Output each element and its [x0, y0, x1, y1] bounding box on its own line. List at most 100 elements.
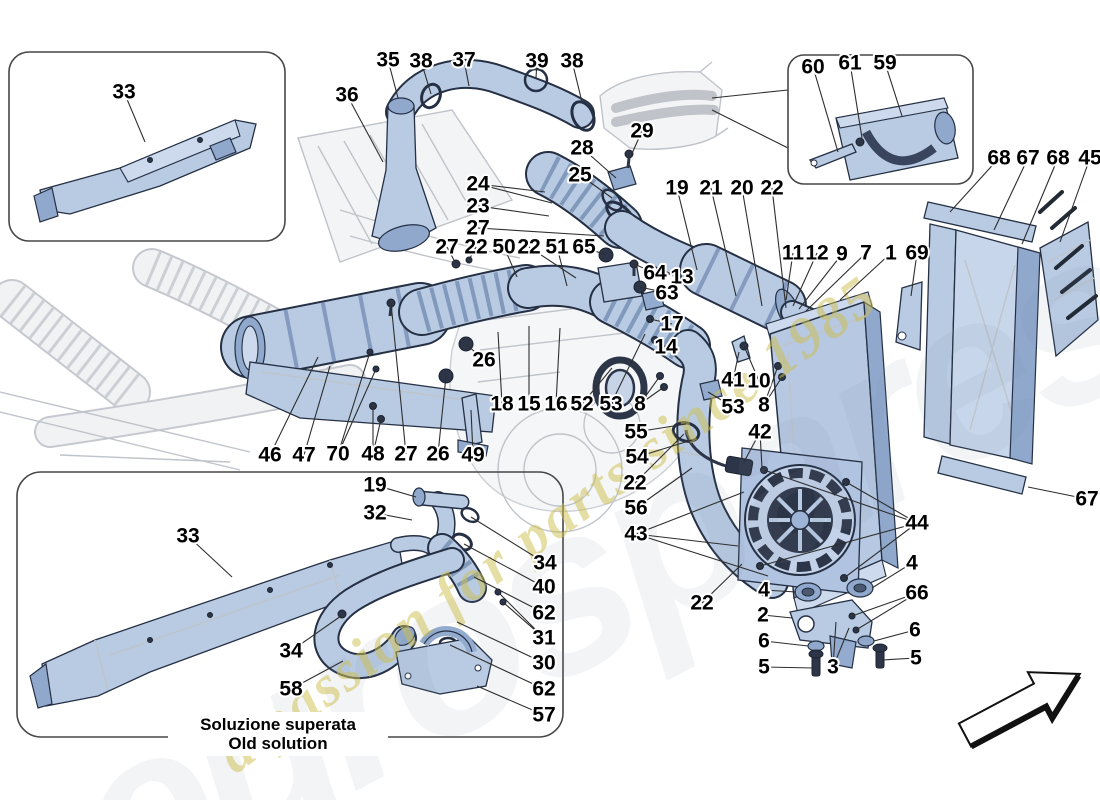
mount-bracket-2 — [789, 599, 873, 649]
fan-motor-connector-42 — [724, 455, 754, 477]
callout-28: 28 — [570, 137, 594, 160]
callout-64: 64 — [643, 262, 667, 285]
leader-line — [710, 187, 737, 297]
callout-35: 35 — [376, 49, 400, 72]
leader-line — [556, 246, 568, 287]
leader-line — [290, 660, 344, 690]
callout-5: 5 — [910, 647, 922, 670]
callout-4: 4 — [758, 579, 770, 602]
callout-9: 9 — [836, 243, 848, 266]
callout-59: 59 — [873, 52, 896, 75]
leader-line — [468, 246, 477, 261]
leader-line — [499, 593, 545, 639]
leader-line — [390, 302, 407, 455]
leader-line — [798, 253, 843, 310]
leader-line — [639, 386, 665, 405]
callout-22: 22 — [690, 592, 713, 615]
leader-line — [477, 183, 553, 204]
leader-line — [812, 66, 839, 153]
leader-line — [763, 469, 918, 524]
callout-27: 27 — [435, 236, 458, 259]
leader-line — [884, 62, 903, 117]
leader-line — [849, 62, 863, 139]
callout-62: 62 — [532, 678, 555, 701]
callout-42: 42 — [748, 421, 771, 444]
callout-26: 26 — [426, 443, 449, 466]
leader-line — [845, 481, 918, 524]
callout-38: 38 — [560, 50, 584, 73]
callout-70: 70 — [326, 443, 349, 466]
caption-english: Old solution — [228, 734, 327, 753]
leader-line — [771, 187, 787, 309]
callout-30: 30 — [532, 652, 555, 675]
leader-line — [583, 246, 607, 256]
leader-line — [497, 331, 503, 405]
leader-line — [993, 157, 1029, 231]
leader-line — [881, 657, 917, 661]
callout-19: 19 — [363, 474, 386, 497]
callout-7: 7 — [860, 242, 872, 265]
callout-24: 24 — [466, 173, 490, 196]
leader-line — [528, 246, 577, 279]
leader-line — [372, 418, 382, 455]
map-sensor — [607, 165, 637, 191]
callout-3: 3 — [827, 656, 839, 679]
callout-67: 67 — [1016, 147, 1039, 170]
callout-38: 38 — [409, 50, 433, 73]
bolt-61 — [855, 137, 865, 147]
callout-27: 27 — [394, 443, 417, 466]
leader-line — [635, 491, 745, 535]
leader-line — [1059, 157, 1091, 243]
leader-line — [420, 60, 432, 95]
leader-line — [654, 276, 683, 299]
inset-box-top-right — [787, 54, 974, 185]
leader-line — [535, 60, 538, 79]
callout-33: 33 — [112, 81, 135, 104]
leader-line — [743, 345, 760, 382]
callout-15: 15 — [517, 393, 541, 416]
callout-14: 14 — [654, 336, 678, 359]
leader-line — [759, 431, 763, 469]
leader-line — [470, 516, 546, 564]
leader-line — [503, 246, 518, 278]
callout-39: 39 — [525, 50, 548, 73]
callout-21: 21 — [699, 177, 723, 200]
callout-60: 60 — [801, 56, 824, 79]
leader-line — [763, 666, 815, 669]
callout-37: 37 — [452, 49, 475, 72]
leader-line — [1021, 157, 1059, 245]
leader-line — [610, 333, 646, 405]
callout-34: 34 — [533, 552, 557, 575]
old-solution-caption: Soluzione superata Old solution — [168, 712, 388, 756]
leader-line — [477, 205, 550, 217]
leader-line — [555, 327, 561, 405]
leader-line — [763, 589, 797, 593]
leader-line — [123, 91, 146, 143]
callout-53: 53 — [599, 393, 622, 416]
fan-grille — [748, 468, 852, 572]
leader-line — [346, 94, 384, 163]
leader-line — [832, 627, 850, 668]
leader-line — [873, 629, 916, 642]
leader-line — [463, 59, 470, 87]
callout-22: 22 — [623, 472, 646, 495]
leader-line — [707, 391, 734, 408]
leader-line — [477, 183, 546, 193]
callout-53: 53 — [721, 396, 744, 419]
leader-line — [910, 252, 918, 297]
callout-57: 57 — [532, 704, 555, 727]
callout-47: 47 — [292, 444, 315, 467]
leader-line — [762, 614, 793, 619]
callout-56: 56 — [624, 497, 647, 520]
callout-68: 68 — [1046, 147, 1070, 170]
leader-line — [635, 423, 687, 433]
leader-line — [785, 252, 794, 301]
callout-45: 45 — [1078, 147, 1100, 170]
callout-51: 51 — [545, 236, 569, 259]
leader-line — [676, 187, 698, 271]
fan-hub — [790, 510, 810, 530]
leader-line — [871, 562, 913, 589]
leader-line — [449, 644, 545, 690]
callout-23: 23 — [466, 195, 489, 218]
callout-22: 22 — [464, 236, 487, 259]
